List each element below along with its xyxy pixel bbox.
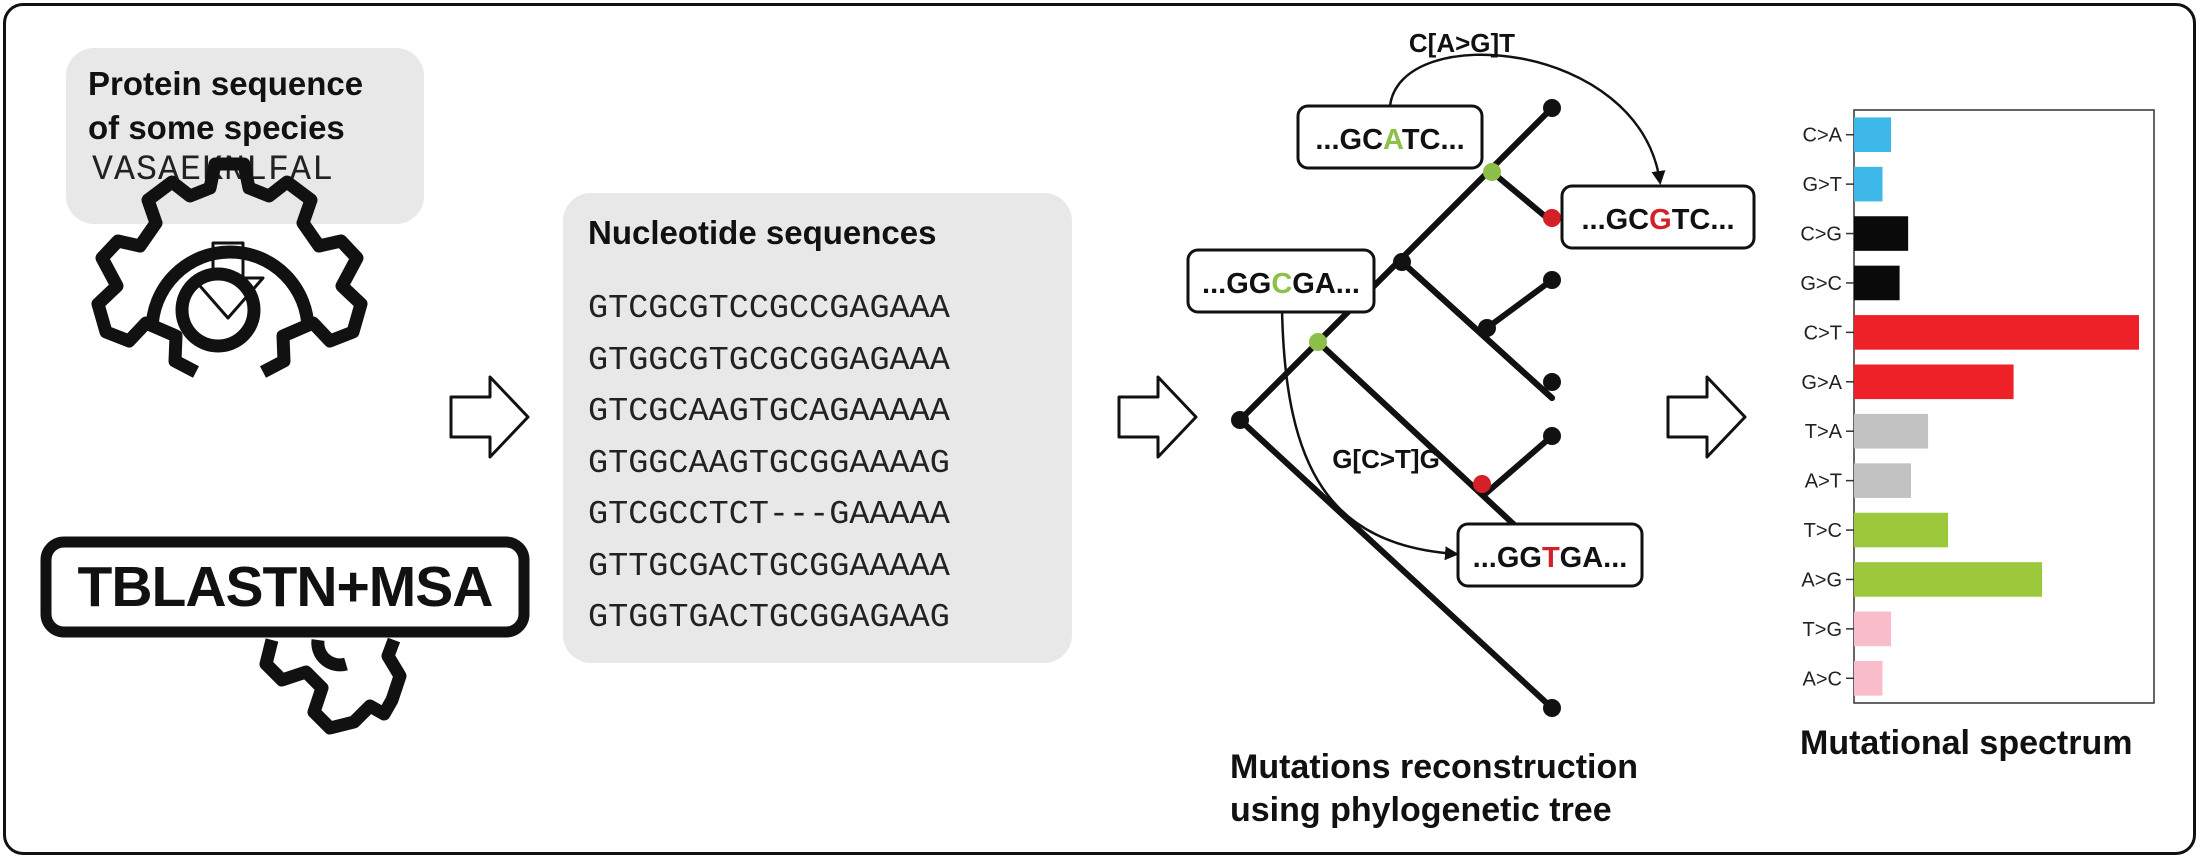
spectrum-bar-G-to-A: [1854, 364, 2014, 400]
spectrum-tick-label: G>T: [1803, 174, 1842, 196]
spectrum-tick-label: A>C: [1803, 668, 1842, 690]
spectrum-tick-label: T>C: [1804, 520, 1842, 542]
sequence-box-right: [1560, 184, 1756, 250]
spectrum-bar-T-to-C: [1854, 512, 1949, 548]
right-arrow-icon-3: [1666, 375, 1747, 459]
sequence-box-top: [1296, 104, 1484, 170]
sequence-left: ...GGCGA...: [1202, 268, 1360, 300]
gears-icon: [91, 157, 407, 735]
nucleotide-sequence: GTGGCAAGTGCGGAAAAG: [588, 444, 950, 483]
spectrum-title: Mutational spectrum: [1800, 724, 2133, 762]
nucleotide-sequence: GTCGCCTCT---GAAAAA: [588, 496, 950, 534]
right-arrow-icon-2: [1117, 375, 1198, 459]
spectrum-bar-C-to-T: [1854, 315, 2139, 350]
sequence-box-bottom: [1456, 522, 1644, 588]
spectrum-tick-label: A>T: [1805, 471, 1842, 493]
mutation-arrow-top: [1388, 53, 1666, 185]
spectrum-bar-A-to-T: [1854, 463, 1911, 498]
sequence-right: ...GCGTC...: [1581, 204, 1734, 236]
nucleotide-sequence: GTGGTGACTGCGGAGAAG: [588, 599, 950, 637]
mutation-label-mid: G[C>T]G: [1332, 444, 1440, 474]
derived-mutation-dot: [1473, 475, 1491, 493]
tree-nodes: [1231, 99, 1561, 717]
spectrum-axes-frame: [1853, 109, 2155, 704]
sequence-box-left: [1186, 248, 1376, 314]
tree-caption-line1: Mutations reconstruction: [1230, 748, 1638, 786]
nucleotide-sequences-box: [563, 193, 1072, 663]
mutation-arrow-mid: [1280, 307, 1459, 561]
nucleotide-sequence: GTTGCGACTGCGGAAAAA: [588, 547, 950, 586]
sequence-bottom: ...GGTGA...: [1473, 542, 1628, 574]
mutation-label-top: C[A>G]T: [1409, 28, 1515, 58]
protein-title: Protein sequence of some species: [88, 62, 363, 150]
tree-caption-line2: using phylogenetic tree: [1230, 791, 1612, 829]
nucleotide-title: Nucleotide sequences: [588, 214, 937, 251]
spectrum-bar-G-to-T: [1854, 166, 1883, 202]
spectrum-tick-label: T>G: [1803, 619, 1842, 641]
spectrum-bar-C-to-G: [1854, 216, 1909, 251]
spectrum-tick-label: G>C: [1800, 273, 1842, 295]
spectrum-tick-label: A>G: [1801, 569, 1842, 591]
nucleotide-sequence: GTCGCGTCCGCCGAGAAA: [588, 290, 950, 328]
spectrum-tick-label: C>G: [1800, 224, 1842, 246]
spectrum-bar-T-to-A: [1854, 413, 1929, 449]
nucleotide-sequence: GTCGCAAGTGCAGAAAAA: [588, 393, 950, 431]
protein-title-line2: of some species: [88, 109, 345, 146]
spectrum-bar-C-to-A: [1854, 117, 1892, 153]
nucleotide-sequence: GTGGCGTGCGCGGAGAAA: [588, 341, 950, 380]
right-arrow-icon-1: [449, 375, 530, 459]
sequence-top: ...GCATC...: [1315, 124, 1464, 156]
protein-title-line1: Protein sequence: [88, 65, 364, 102]
tblastn-label: TBLASTN+MSA: [77, 555, 494, 619]
spectrum-tick-label: C>T: [1804, 322, 1842, 344]
derived-mutation-dot: [1543, 209, 1561, 227]
tblastn-box: [40, 536, 530, 638]
ancestral-mutation-dot: [1483, 163, 1501, 181]
ancestral-mutation-dot: [1309, 333, 1327, 351]
spectrum-bar-A-to-C: [1854, 660, 1883, 696]
spectrum-tick-label: C>A: [1803, 125, 1843, 147]
protein-sequence-box: [66, 48, 424, 224]
spectrum-tick-label: G>A: [1801, 372, 1842, 394]
spectrum-bar-G-to-C: [1854, 265, 1900, 301]
spectrum-bar-A-to-G: [1854, 562, 2043, 597]
spectrum-tick-label: T>A: [1805, 421, 1843, 443]
spectrum-bar-T-to-G: [1854, 611, 1892, 647]
nucleotide-sequence-list: GTCGCGTCCGCCGAGAAA GTGGCGTGCGCGGAGAAA GT…: [588, 284, 950, 645]
